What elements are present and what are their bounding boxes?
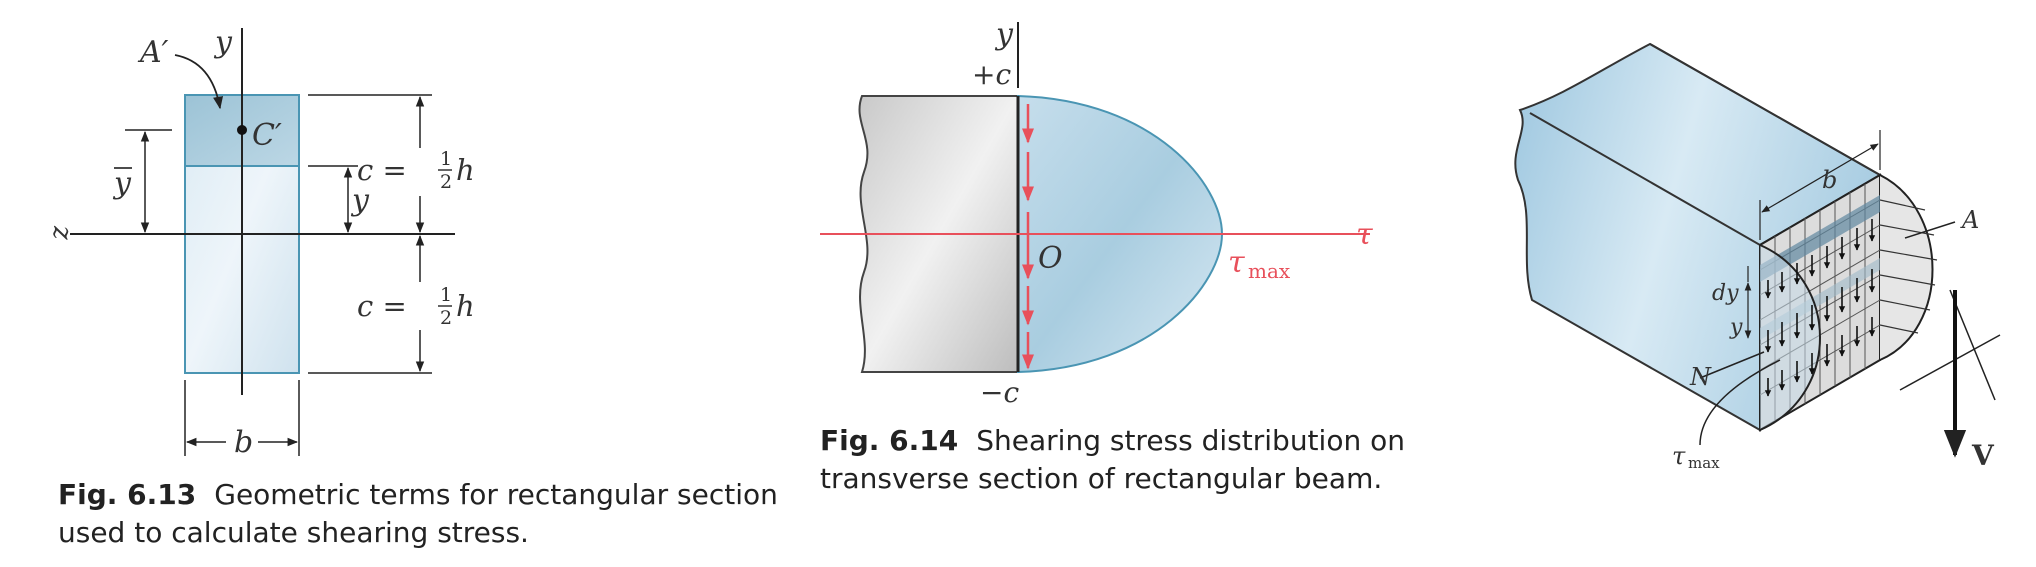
label-y-axis: y <box>994 17 1014 52</box>
fig14-caption-line2: transverse section of rectangular beam. <box>820 462 1383 495</box>
frac-den-bot: 2 <box>440 307 452 329</box>
b-dimension <box>1761 143 1879 213</box>
label-half-h-bot: h <box>456 289 475 323</box>
stress-distribution-side <box>1879 174 1934 361</box>
label-c-top: c = <box>357 153 407 187</box>
label-minus-c: −c <box>980 376 1019 409</box>
centroid-c-prime <box>237 125 247 135</box>
fig14-caption-number: Fig. 6.14 <box>820 424 959 457</box>
label-dy: dy <box>1712 281 1739 306</box>
beam-solid <box>1514 42 1883 432</box>
label-tau-max: τ <box>1672 442 1686 470</box>
frac-num-top: 1 <box>440 148 452 170</box>
a-leader <box>1904 221 1956 239</box>
label-origin: O <box>1038 241 1063 276</box>
label-a-prime: A′ <box>137 35 169 70</box>
label-y: y <box>350 183 370 218</box>
fig14-caption: Fig. 6.14 Shearing stress distribution on… <box>820 422 1405 498</box>
axis-line-1 <box>1949 289 1996 401</box>
label-plus-c: +c <box>972 58 1011 91</box>
label-b: b <box>234 425 253 460</box>
fig13-caption: Fig. 6.13 Geometric terms for rectangular… <box>58 476 778 552</box>
dy-strip <box>1760 195 1880 282</box>
shear-arrows-face <box>1764 219 1876 397</box>
stress-distribution-front <box>1759 244 1821 431</box>
label-y: y <box>1729 315 1743 340</box>
fig13-diagram: A′ y C′ y y z c = 1 2 h c = 1 2 h b <box>47 25 475 460</box>
label-tau-max-sub: max <box>1248 259 1291 283</box>
distribution-hatch <box>1879 199 1938 334</box>
fig-beam-3d: b A dy y N τ max V <box>1514 42 2001 472</box>
label-tau: τ <box>1356 217 1373 252</box>
label-y-axis: y <box>213 25 233 60</box>
label-c-bot: c = <box>357 289 407 323</box>
label-n: N <box>1689 363 1712 391</box>
fig13-caption-line2: used to calculate shearing stress. <box>58 516 529 549</box>
fig13-caption-number: Fig. 6.13 <box>58 478 197 511</box>
label-a: A <box>1960 206 1979 234</box>
frac-num-bot: 1 <box>440 284 452 306</box>
label-z: z <box>47 225 77 240</box>
label-v: V <box>1971 439 1995 472</box>
a-prime-leader <box>174 54 224 110</box>
tau-max-leader <box>1699 359 1781 446</box>
label-tau-max: τ <box>1228 245 1245 280</box>
n-leader <box>1699 351 1765 379</box>
fig13-caption-line1: Geometric terms for rectangular section <box>214 478 778 511</box>
frac-den-top: 2 <box>440 171 452 193</box>
label-half-h-top: h <box>456 153 475 187</box>
label-c-prime: C′ <box>252 118 282 153</box>
fig14-diagram: y +c O τ τ max −c <box>820 17 1373 409</box>
label-b: b <box>1822 166 1837 194</box>
axis-line-2 <box>1899 334 2001 391</box>
fig14-caption-line1: Shearing stress distribution on <box>976 424 1405 457</box>
label-tau-max-sub: max <box>1688 454 1720 472</box>
label-y-bar: y <box>112 166 132 201</box>
